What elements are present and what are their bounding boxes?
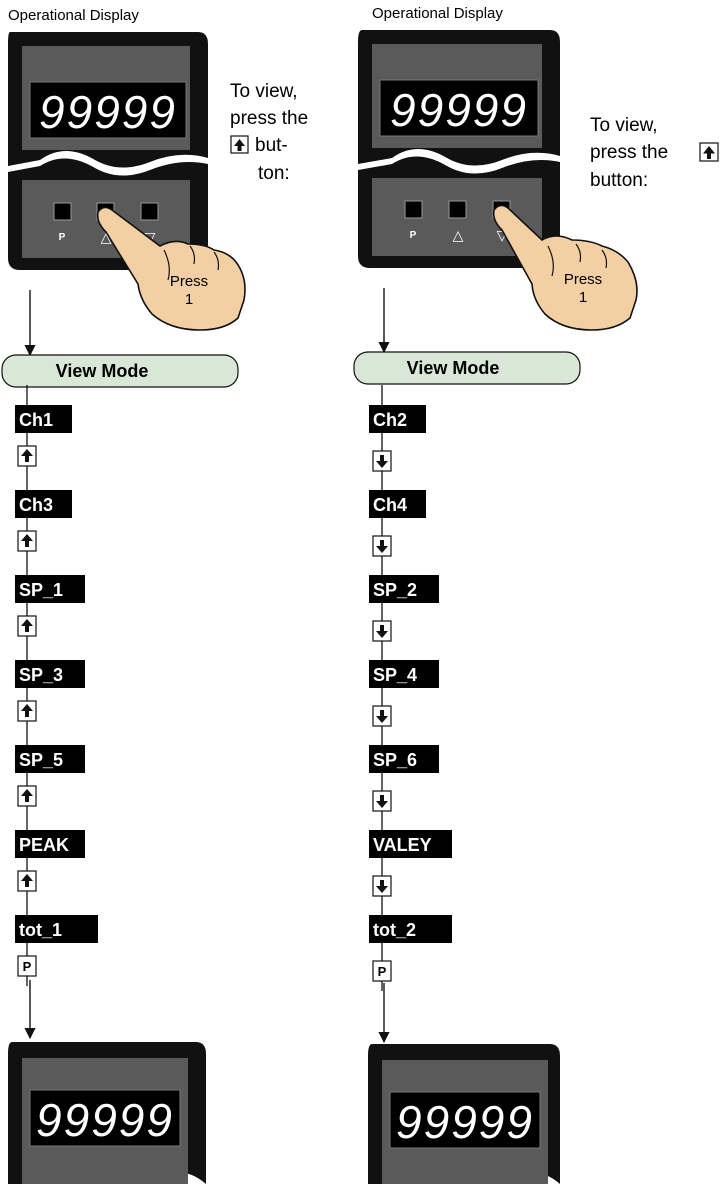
down-arrow-icon (376, 710, 388, 723)
end-lcd-value-right: 99999 (396, 1096, 534, 1148)
view-mode-box-right (353, 351, 581, 385)
step-label: SP_4 (373, 665, 417, 685)
step-label: SP_5 (19, 750, 63, 770)
right-column: Operational Display 99999 P △ ▽ Press 1 (353, 5, 719, 1184)
step-label-box (369, 490, 426, 518)
up-arrow-icon (21, 449, 33, 462)
view-mode-box (1, 354, 239, 388)
end-lcd-window-right (389, 1091, 541, 1149)
step-label: VALEY (373, 835, 432, 855)
up-arrow-icon (234, 139, 245, 151)
press-label-right: Press (564, 271, 602, 288)
p-key[interactable] (53, 202, 72, 221)
step-label-box (15, 405, 72, 433)
step-label-box (369, 575, 439, 603)
p-key-label-right: P (410, 230, 417, 241)
down-key[interactable] (140, 202, 159, 221)
step-label-box (15, 745, 85, 773)
step-label: PEAK (19, 835, 69, 855)
step-label: SP_1 (19, 580, 63, 600)
down-arrow-icon (376, 455, 388, 468)
up-key-right[interactable] (448, 200, 467, 219)
press-label: Press (170, 273, 208, 290)
step-label-box (15, 830, 85, 858)
up-arrow-icon (21, 619, 33, 632)
instruction-line-4: ton: (258, 163, 290, 184)
instruction: To view, press the but- ton: (230, 81, 308, 184)
end-lcd-value: 99999 (36, 1094, 174, 1146)
p-button (372, 960, 392, 982)
step-label-box (369, 660, 439, 688)
hand-shape (96, 206, 246, 331)
lcd-window (29, 81, 187, 139)
step-label-box (369, 405, 426, 433)
hand-shape-right (492, 204, 638, 331)
pressing-hand: Press 1 (96, 206, 246, 331)
end-meter: 99999 (8, 1042, 206, 1184)
meter-top: 99999 (8, 32, 208, 168)
instruction-line-2: press the (230, 108, 308, 129)
step-label: Ch4 (373, 495, 407, 515)
operational-display-title: Operational Display (8, 7, 139, 24)
p-button-label: P (23, 959, 32, 974)
up-key-label-right: △ (453, 227, 464, 243)
up-arrow-icon (21, 874, 33, 887)
step-label: Ch3 (19, 495, 53, 515)
lcd-value: 99999 (39, 86, 177, 138)
down-arrow-icon (376, 795, 388, 808)
step-label: SP_2 (373, 580, 417, 600)
step-label: tot_2 (373, 920, 416, 940)
step-label: tot_1 (19, 920, 62, 940)
down-key-label-right: ▽ (497, 227, 508, 243)
step-label-box (369, 745, 439, 773)
step-label-box (369, 915, 452, 943)
down-key-label: ▽ (145, 229, 156, 245)
step-label: SP_3 (19, 665, 63, 685)
p-button-label: P (378, 964, 387, 979)
instruction-right-line-2: press the (590, 142, 668, 163)
meter-top-right: 99999 (358, 30, 560, 166)
left-column: Operational Display 99999 P △ ▽ Press 1 (1, 7, 308, 1184)
pressing-hand-right: Press 1 (492, 204, 638, 331)
instruction-right-line-3: button: (590, 170, 648, 191)
lcd-window-right (379, 79, 539, 137)
lcd-value-right: 99999 (390, 84, 528, 136)
step-label-box (15, 660, 85, 688)
end-meter-right: 99999 (368, 1044, 560, 1184)
up-arrow-icon (21, 704, 33, 717)
view-mode-label-right: View Mode (407, 358, 500, 378)
instruction-right-line-1: To view, (590, 115, 658, 136)
down-arrow-icon (376, 625, 388, 638)
p-key-right[interactable] (404, 200, 423, 219)
end-lcd-window (29, 1089, 181, 1147)
up-arrow-icon (21, 789, 33, 802)
instruction-line-3: but- (255, 135, 288, 156)
up-key-label: △ (101, 229, 112, 245)
step-label-box (15, 915, 98, 943)
step-label: Ch2 (373, 410, 407, 430)
up-arrow-icon-right (703, 146, 715, 159)
step-label-box (15, 575, 85, 603)
press-count: 1 (185, 291, 193, 308)
p-button (17, 955, 37, 977)
down-arrow-icon (376, 880, 388, 893)
view-mode-label: View Mode (56, 361, 149, 381)
up-arrow-icon (21, 534, 33, 547)
instruction-line-1: To view, (230, 81, 298, 102)
step-label-box (369, 830, 452, 858)
press-count-right: 1 (579, 289, 587, 306)
instruction-right: To view, press the button: (590, 115, 719, 191)
step-label-box (15, 490, 72, 518)
down-arrow-icon (376, 540, 388, 553)
operational-display-title-right: Operational Display (372, 5, 503, 22)
step-label: SP_6 (373, 750, 417, 770)
p-key-label: P (59, 232, 66, 243)
step-label: Ch1 (19, 410, 53, 430)
